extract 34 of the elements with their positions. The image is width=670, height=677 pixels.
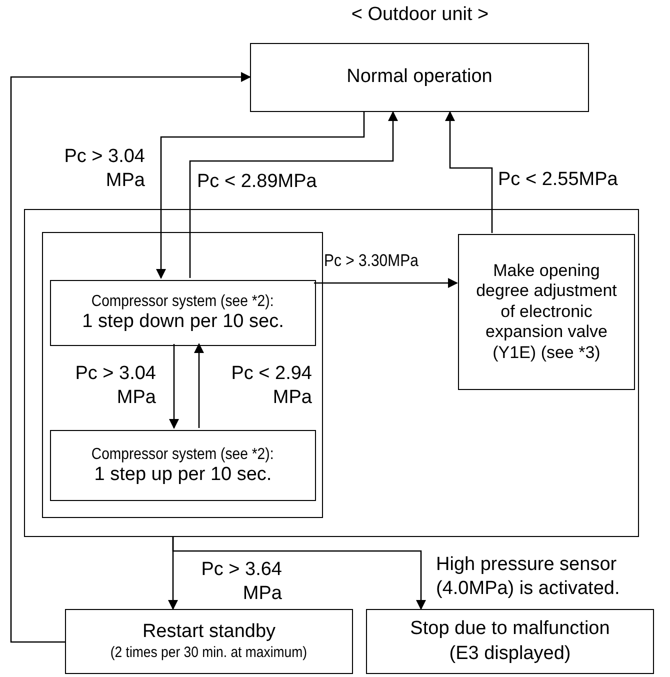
arrow — [172, 537, 426, 610]
edge-label: Pc > 3.04 MPa — [74, 362, 156, 410]
process-box — [250, 43, 589, 112]
edge-label: Pc > 3.30MPa — [324, 250, 418, 272]
edge-label: Pc < 2.94 MPa — [230, 362, 312, 410]
group-frame — [24, 209, 639, 537]
node-subtitle: 1 step down per 10 sec. — [82, 311, 284, 334]
arrow — [314, 278, 458, 288]
edge-label: Pc < 2.55MPa — [498, 168, 618, 192]
arrow — [156, 112, 365, 279]
node-title: Restart standby — [142, 621, 276, 644]
arrow — [194, 343, 204, 428]
edge-label: Pc < 2.89MPa — [197, 170, 317, 194]
edge-label: Pc > 3.64 MPa — [200, 558, 282, 606]
process-box — [65, 609, 353, 674]
node-title: Stop due to malfunction (E3 displayed) — [409, 616, 611, 666]
edge-label: Pc > 3.04 MPa — [63, 145, 145, 192]
arrow — [169, 344, 179, 429]
edge-label: High pressure sensor (4.0MPa) is activated. — [436, 553, 621, 600]
group-frame — [42, 232, 323, 518]
process-box — [50, 280, 316, 346]
node-title: Compressor system (see *2): — [92, 444, 274, 464]
node-title: Make opening degree adjustment of electronic expansion valve (Y1E) (see *3) — [475, 261, 618, 363]
node-subtitle: 1 step up per 10 sec. — [94, 464, 272, 486]
process-box — [50, 430, 316, 501]
node-subtitle: (2 times per 30 min. at maximum) — [110, 644, 308, 662]
diagram-title: < Outdoor unit > — [350, 4, 490, 26]
node-title: Normal operation — [346, 66, 492, 89]
arrow — [445, 111, 493, 233]
process-box — [458, 234, 635, 390]
arrow — [10, 72, 251, 643]
node-title: Compressor system (see *2): — [92, 292, 274, 312]
arrow — [189, 111, 398, 278]
process-box — [366, 609, 654, 674]
